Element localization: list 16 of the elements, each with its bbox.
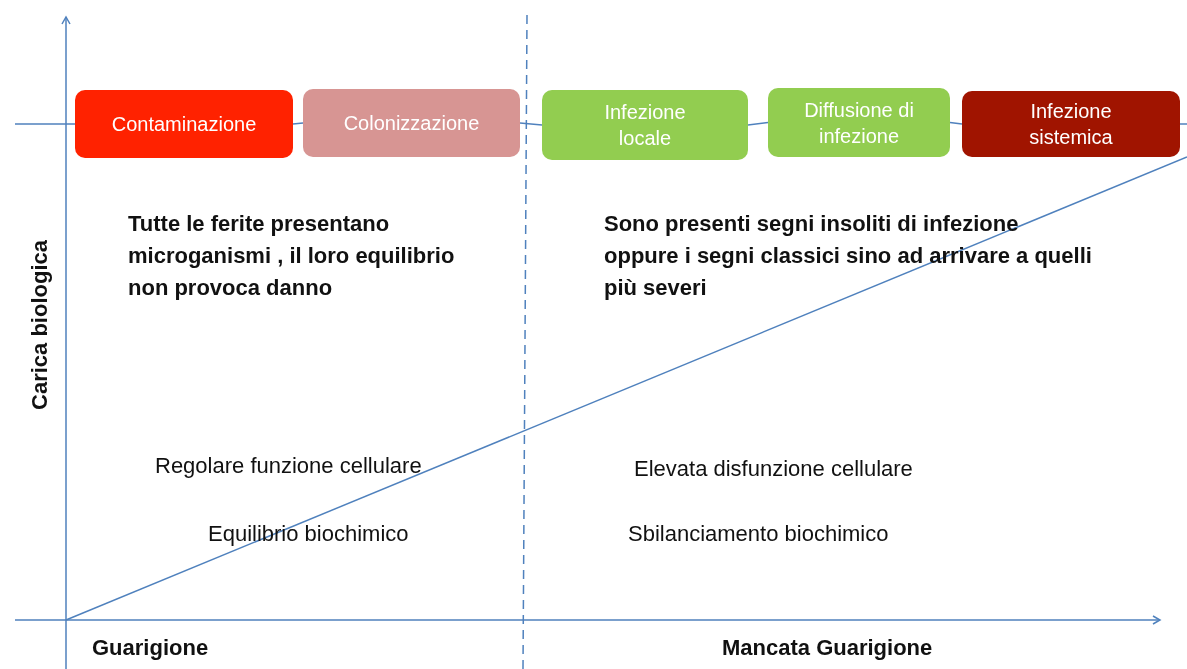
state-label: Sbilanciamento biochimico [628,520,890,548]
connector-line [949,121,963,125]
axis-label: Carica biologica [27,240,53,410]
stage-box: Infezione locale [542,90,748,160]
description-text: Tutte le ferite presentano microganismi , il loro equilibrio non provoca danno [128,210,456,302]
stage-box: Diffusione di infezione [768,88,950,157]
axis-label: Guarigione [92,634,210,662]
connector-line [292,122,304,125]
state-label: Regolare funzione cellulare [155,452,423,480]
connector-line [519,122,543,126]
connector-line [747,121,769,126]
stage-box: Contaminazione [75,90,293,158]
stage-box: Colonizzazione [303,89,520,157]
state-label: Elevata disfunzione cellulare [634,455,914,483]
stage-box: Infezione sistemica [962,91,1180,157]
axis-label: Mancata Guarigione [722,634,934,662]
